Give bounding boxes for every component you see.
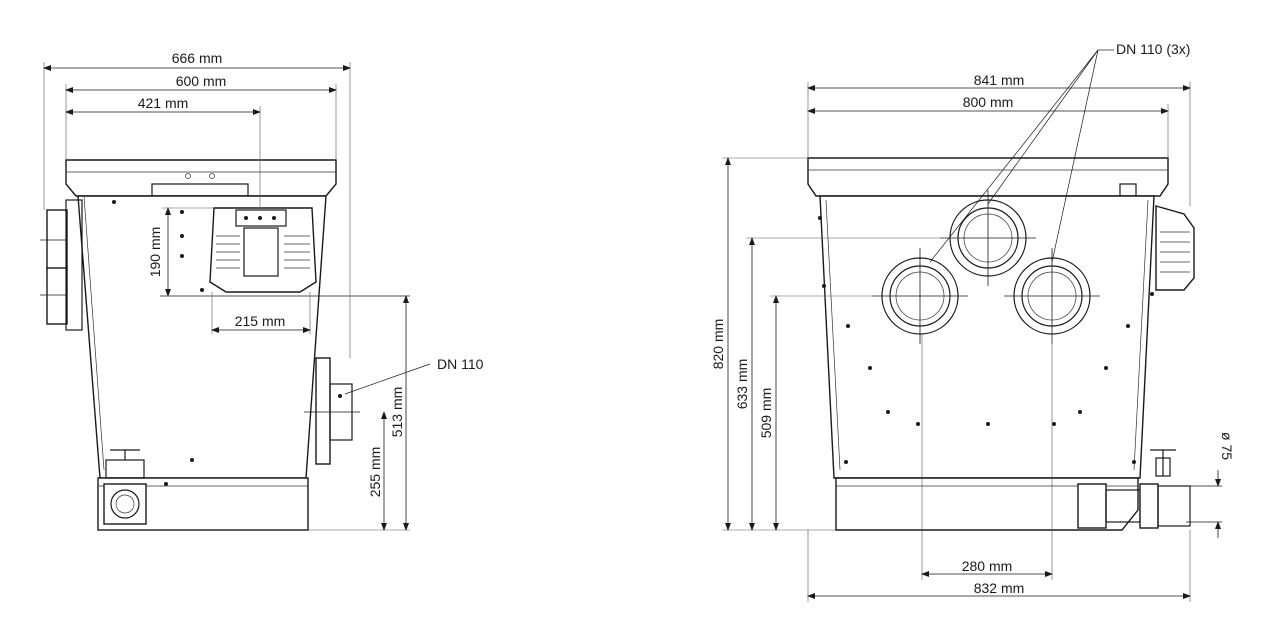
dim-841: 841 mm	[974, 72, 1025, 88]
control-module	[209, 207, 317, 293]
dim-513: 513 mm	[389, 387, 405, 438]
dim-421: 421 mm	[138, 95, 189, 111]
dim-633: 633 mm	[734, 359, 750, 410]
inlet-right	[1004, 248, 1100, 344]
dim-820: 820 mm	[710, 319, 726, 370]
dim-600: 600 mm	[176, 73, 227, 89]
dim-509: 509 mm	[758, 388, 774, 439]
left-screws	[112, 200, 342, 486]
dim-215: 215 mm	[235, 313, 286, 329]
dim-255: 255 mm	[367, 447, 383, 498]
label-dn110-3x: DN 110 (3x)	[1116, 41, 1190, 57]
dim-800: 800 mm	[963, 94, 1014, 110]
dim-666: 666 mm	[172, 50, 223, 66]
right-front-view	[807, 157, 1222, 531]
dim-dia75: ø 75	[1219, 432, 1235, 460]
label-dn110: DN 110	[437, 356, 484, 372]
right-screws	[818, 216, 1154, 464]
dim-832: 832 mm	[974, 580, 1025, 596]
right-dimensions: 841 mm 800 mm 820 mm 633 mm 509 mm 280 m…	[710, 41, 1235, 602]
left-side-view	[40, 159, 410, 531]
dim-280: 280 mm	[962, 558, 1013, 574]
dim-190: 190 mm	[147, 227, 163, 278]
left-dimensions: 666 mm 600 mm 421 mm 190 mm 215 mm 513 m…	[43, 50, 484, 531]
